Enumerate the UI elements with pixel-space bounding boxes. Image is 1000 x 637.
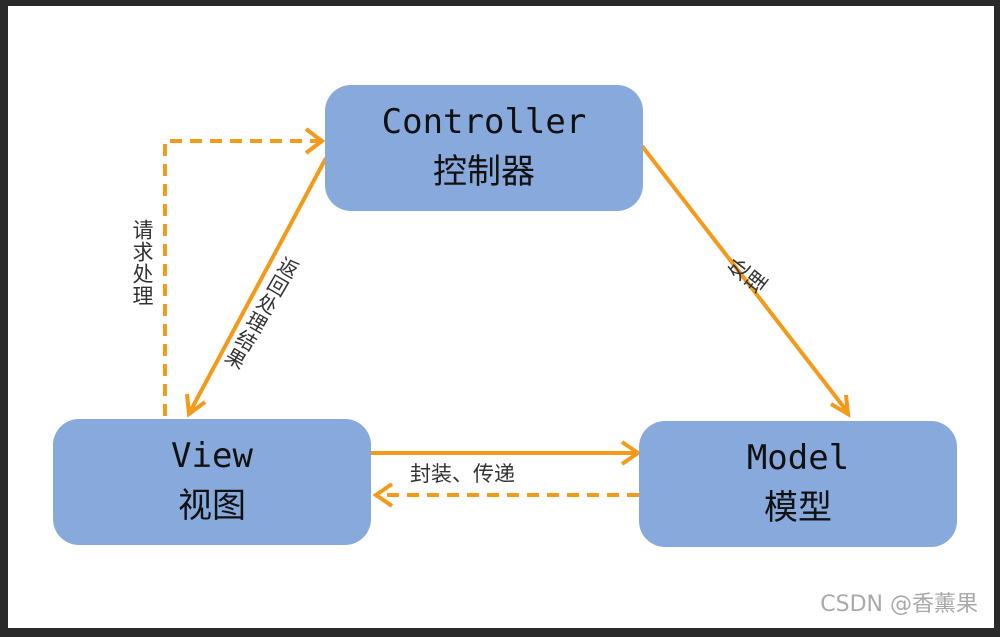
model-title: Model [746,438,850,478]
view-to-model-arrow-head [620,440,642,466]
model-to-view-arrow-head [372,482,394,508]
request-arrow-head [304,127,326,155]
return-arrow [189,157,328,411]
return-arrow-head [185,393,207,418]
view-title: View [171,436,253,476]
process-arrow-head [829,394,851,418]
watermark: CSDN @香薰果 [820,592,978,617]
controller-node: Controller 控制器 [325,85,643,211]
controller-subtitle: 控制器 [433,152,535,192]
wrap-label: 封装、传递 [410,462,515,486]
view-node: View 视图 [53,419,371,545]
process-arrow [640,144,848,412]
diagram-canvas: Controller 控制器 View 视图 Model 模型 请求处理 返回处… [8,6,994,628]
view-subtitle: 视图 [178,486,246,526]
request-label: 请求处理 [130,219,154,307]
model-node: Model 模型 [639,421,957,547]
model-subtitle: 模型 [764,488,832,528]
controller-title: Controller [381,102,587,142]
request-arrow [163,139,320,416]
edges-layer [163,127,851,508]
